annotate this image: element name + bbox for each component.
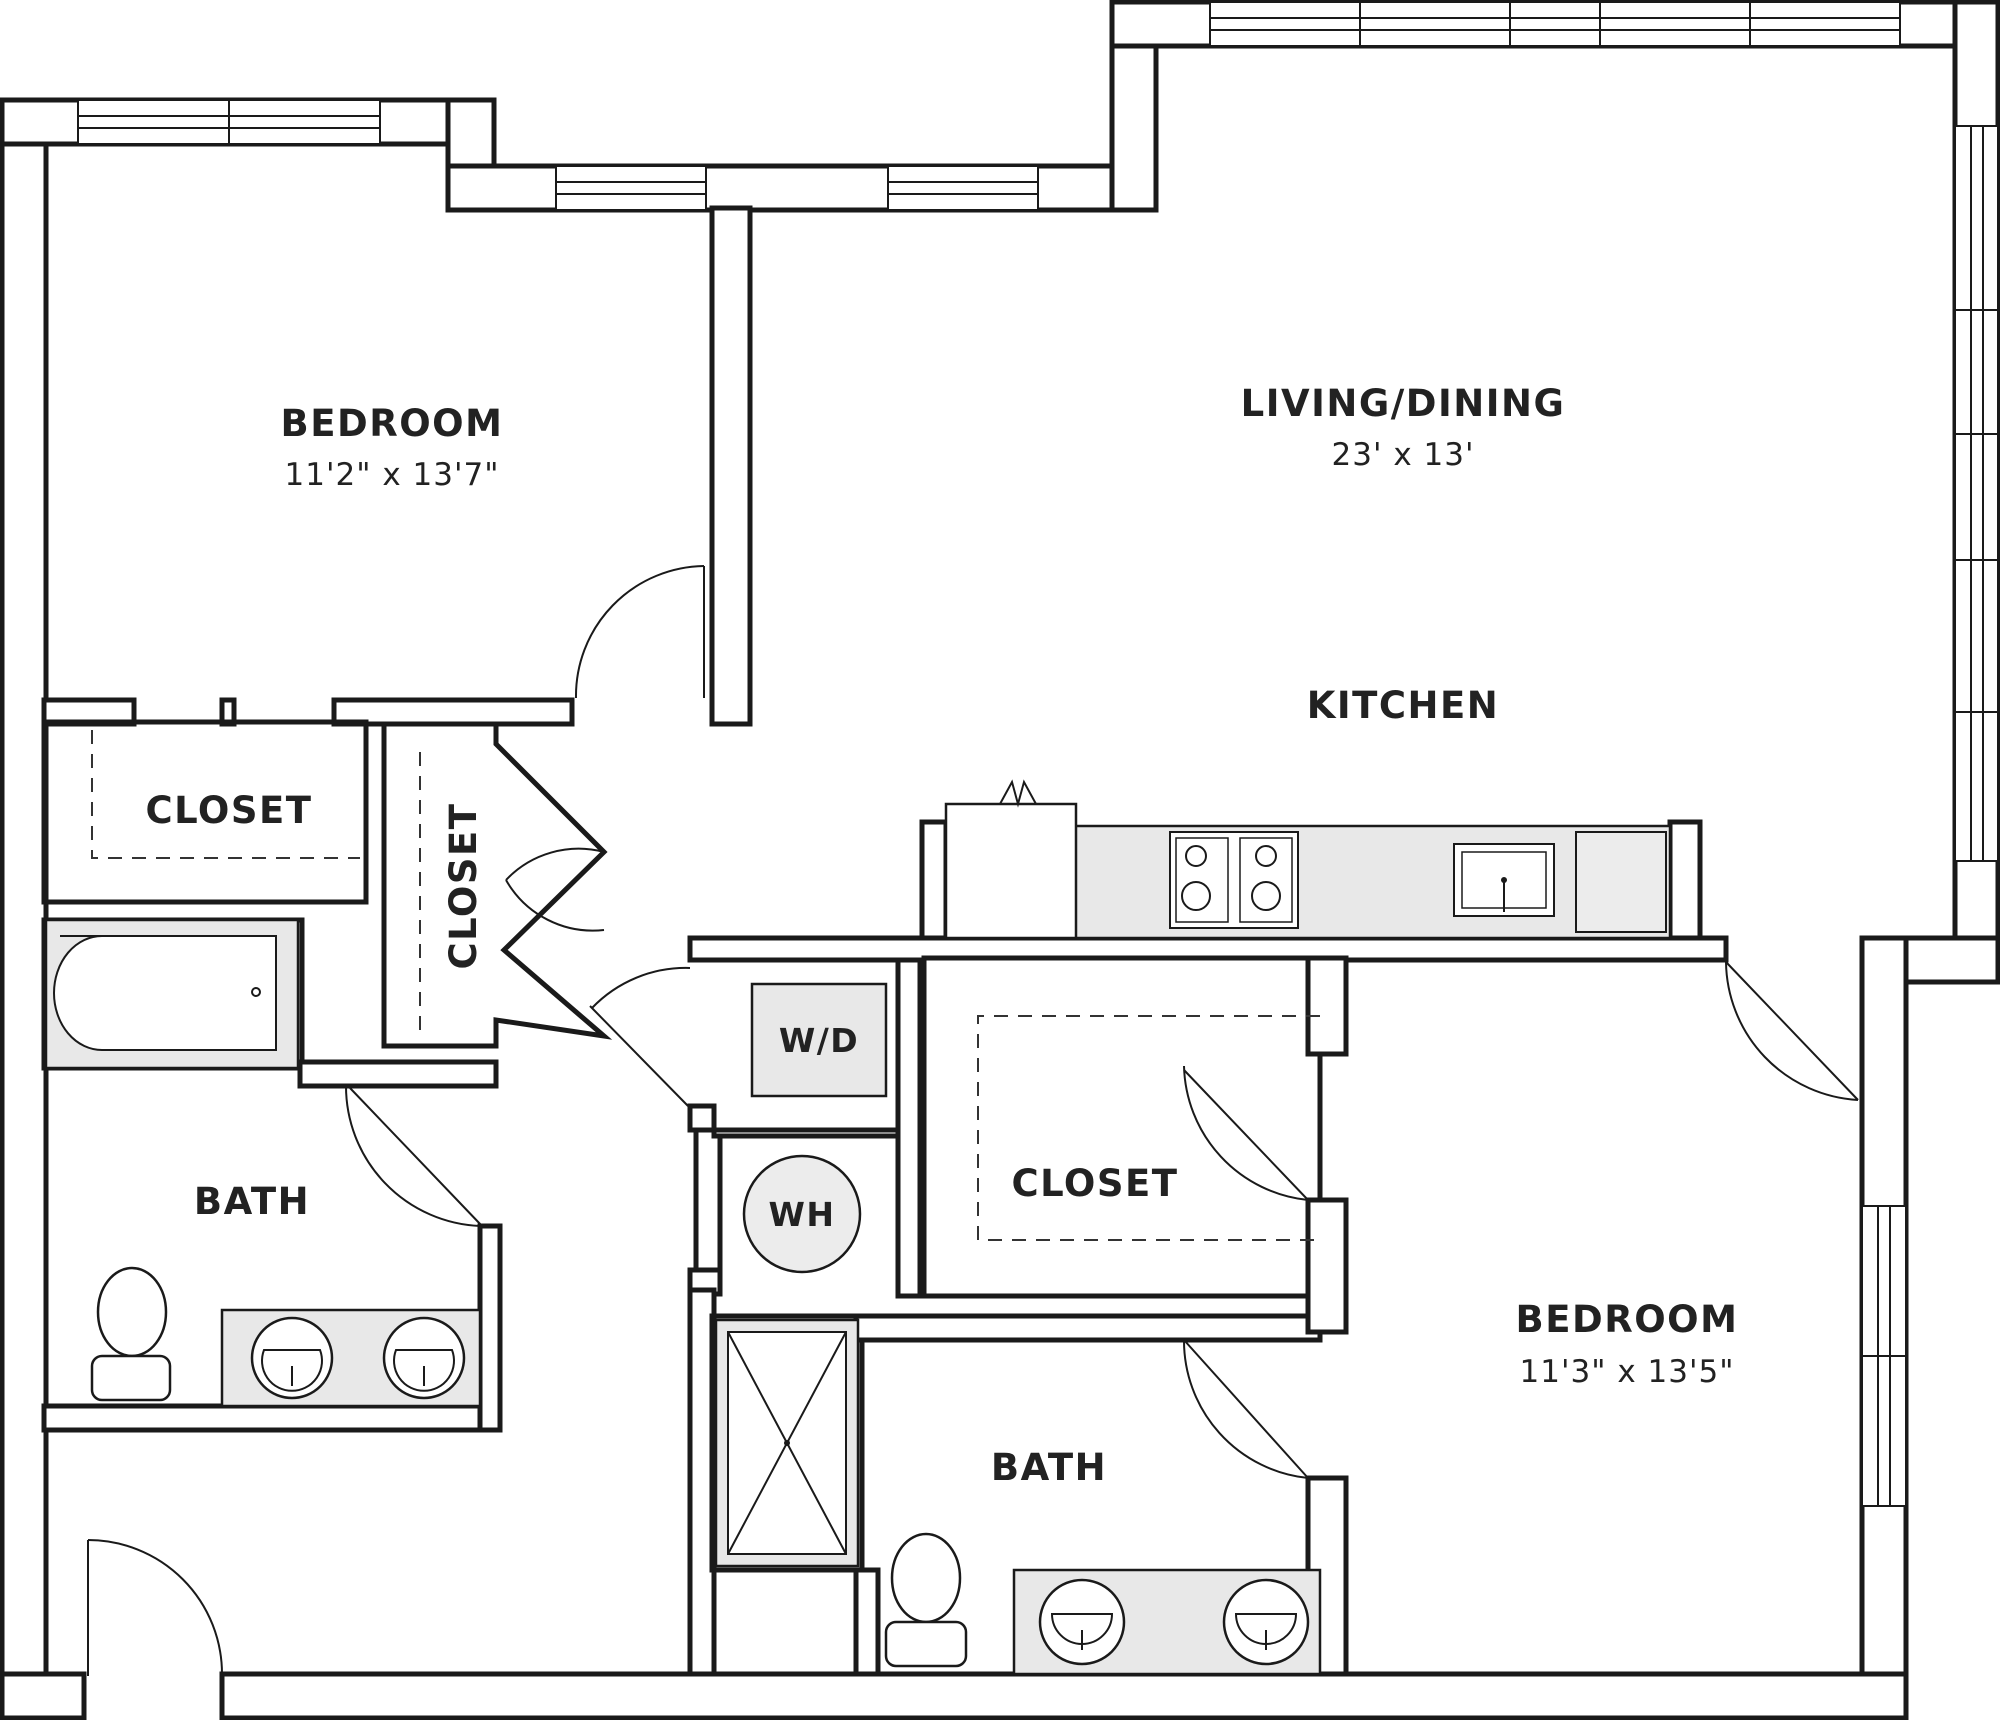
room-labels: BEDROOM 11'2" x 13'7" LIVING/DINING 23' … xyxy=(145,382,1739,1489)
window-bedroom-2 xyxy=(1861,1205,1907,1507)
door-closet-3 xyxy=(1183,1065,1309,1201)
fixtures xyxy=(44,779,1672,1676)
window-bedroom-1 xyxy=(77,99,381,145)
living-dining-dims: 23' x 13' xyxy=(1332,437,1475,473)
closet-1-label: CLOSET xyxy=(145,789,312,832)
windows xyxy=(77,1,1999,1507)
bath2-toilet xyxy=(884,1532,968,1668)
bath-2-label: BATH xyxy=(991,1446,1107,1489)
closet-shelves xyxy=(91,730,1320,1241)
bath2-vanity xyxy=(1012,1568,1322,1676)
laundry-label: W/D xyxy=(779,1021,859,1060)
bedroom-1-dims: 11'2" x 13'7" xyxy=(285,457,500,493)
bath1-toilet xyxy=(90,1266,172,1402)
bath-1-label: BATH xyxy=(194,1180,310,1223)
window-living-right xyxy=(1954,125,1999,862)
closet-3-label: CLOSET xyxy=(1011,1162,1178,1205)
kitchen-label: KITCHEN xyxy=(1307,684,1500,727)
water-heater-label: WH xyxy=(768,1195,835,1234)
window-top-middle-2 xyxy=(887,165,1039,211)
bedroom-1-label: BEDROOM xyxy=(281,402,504,445)
door-bedroom-2 xyxy=(1725,961,1859,1101)
door-entry xyxy=(87,1539,223,1676)
bathtub xyxy=(44,918,300,1070)
door-bath-2 xyxy=(1182,1339,1309,1479)
door-bedroom-1 xyxy=(574,565,705,699)
closet-2-label: CLOSET xyxy=(442,802,485,969)
kitchen-counter xyxy=(944,779,1672,940)
shower xyxy=(714,1318,860,1568)
water-heater xyxy=(742,1154,862,1274)
door-laundry xyxy=(589,966,691,1107)
window-living-top xyxy=(1209,1,1901,47)
window-top-middle-1 xyxy=(555,165,707,211)
living-dining-label: LIVING/DINING xyxy=(1241,382,1566,425)
bedroom-2-label: BEDROOM xyxy=(1516,1298,1739,1341)
door-closet-2 xyxy=(505,847,605,932)
bedroom-2-dims: 11'3" x 13'5" xyxy=(1520,1354,1735,1390)
doors xyxy=(87,565,1859,1676)
bath1-vanity xyxy=(220,1308,482,1408)
door-bath-1 xyxy=(344,1085,483,1227)
washer-dryer xyxy=(750,982,888,1098)
